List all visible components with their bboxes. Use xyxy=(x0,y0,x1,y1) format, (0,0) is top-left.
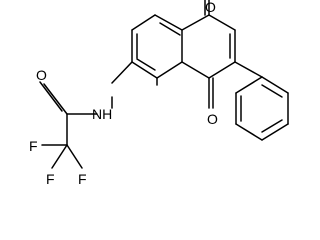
bonds xyxy=(39,0,289,169)
bond xyxy=(156,61,183,79)
atom-labels: O O O NH F F F xyxy=(29,0,218,187)
oxygen-middle-label: O xyxy=(207,111,218,127)
bond xyxy=(66,144,83,169)
bond xyxy=(208,14,236,31)
nitrogen-label: NH xyxy=(92,106,112,122)
bond xyxy=(261,119,283,133)
bond xyxy=(159,22,181,36)
fluorine-bottom-left-label: F xyxy=(46,171,55,187)
fluorine-bottom-right-label: F xyxy=(78,171,87,187)
bond xyxy=(261,76,289,94)
bond xyxy=(235,123,263,141)
bond xyxy=(43,83,68,115)
bond xyxy=(235,76,263,94)
bond xyxy=(208,61,236,79)
bond xyxy=(181,61,210,79)
oxygen-amide-label: O xyxy=(36,67,47,83)
bond xyxy=(234,61,263,78)
bond xyxy=(39,81,63,112)
bond xyxy=(154,14,183,31)
bond xyxy=(131,14,156,31)
fluorine-left-label: F xyxy=(29,138,38,154)
bond xyxy=(51,144,68,169)
bond xyxy=(181,14,210,31)
bond xyxy=(136,58,156,71)
oxygen-top-label: O xyxy=(205,0,216,15)
bond xyxy=(111,61,133,84)
anthraquinone-trifluoroacetamide-structure: O O O NH F F F xyxy=(29,0,289,187)
bond xyxy=(131,61,158,79)
bond xyxy=(261,123,289,141)
bond xyxy=(261,84,283,98)
